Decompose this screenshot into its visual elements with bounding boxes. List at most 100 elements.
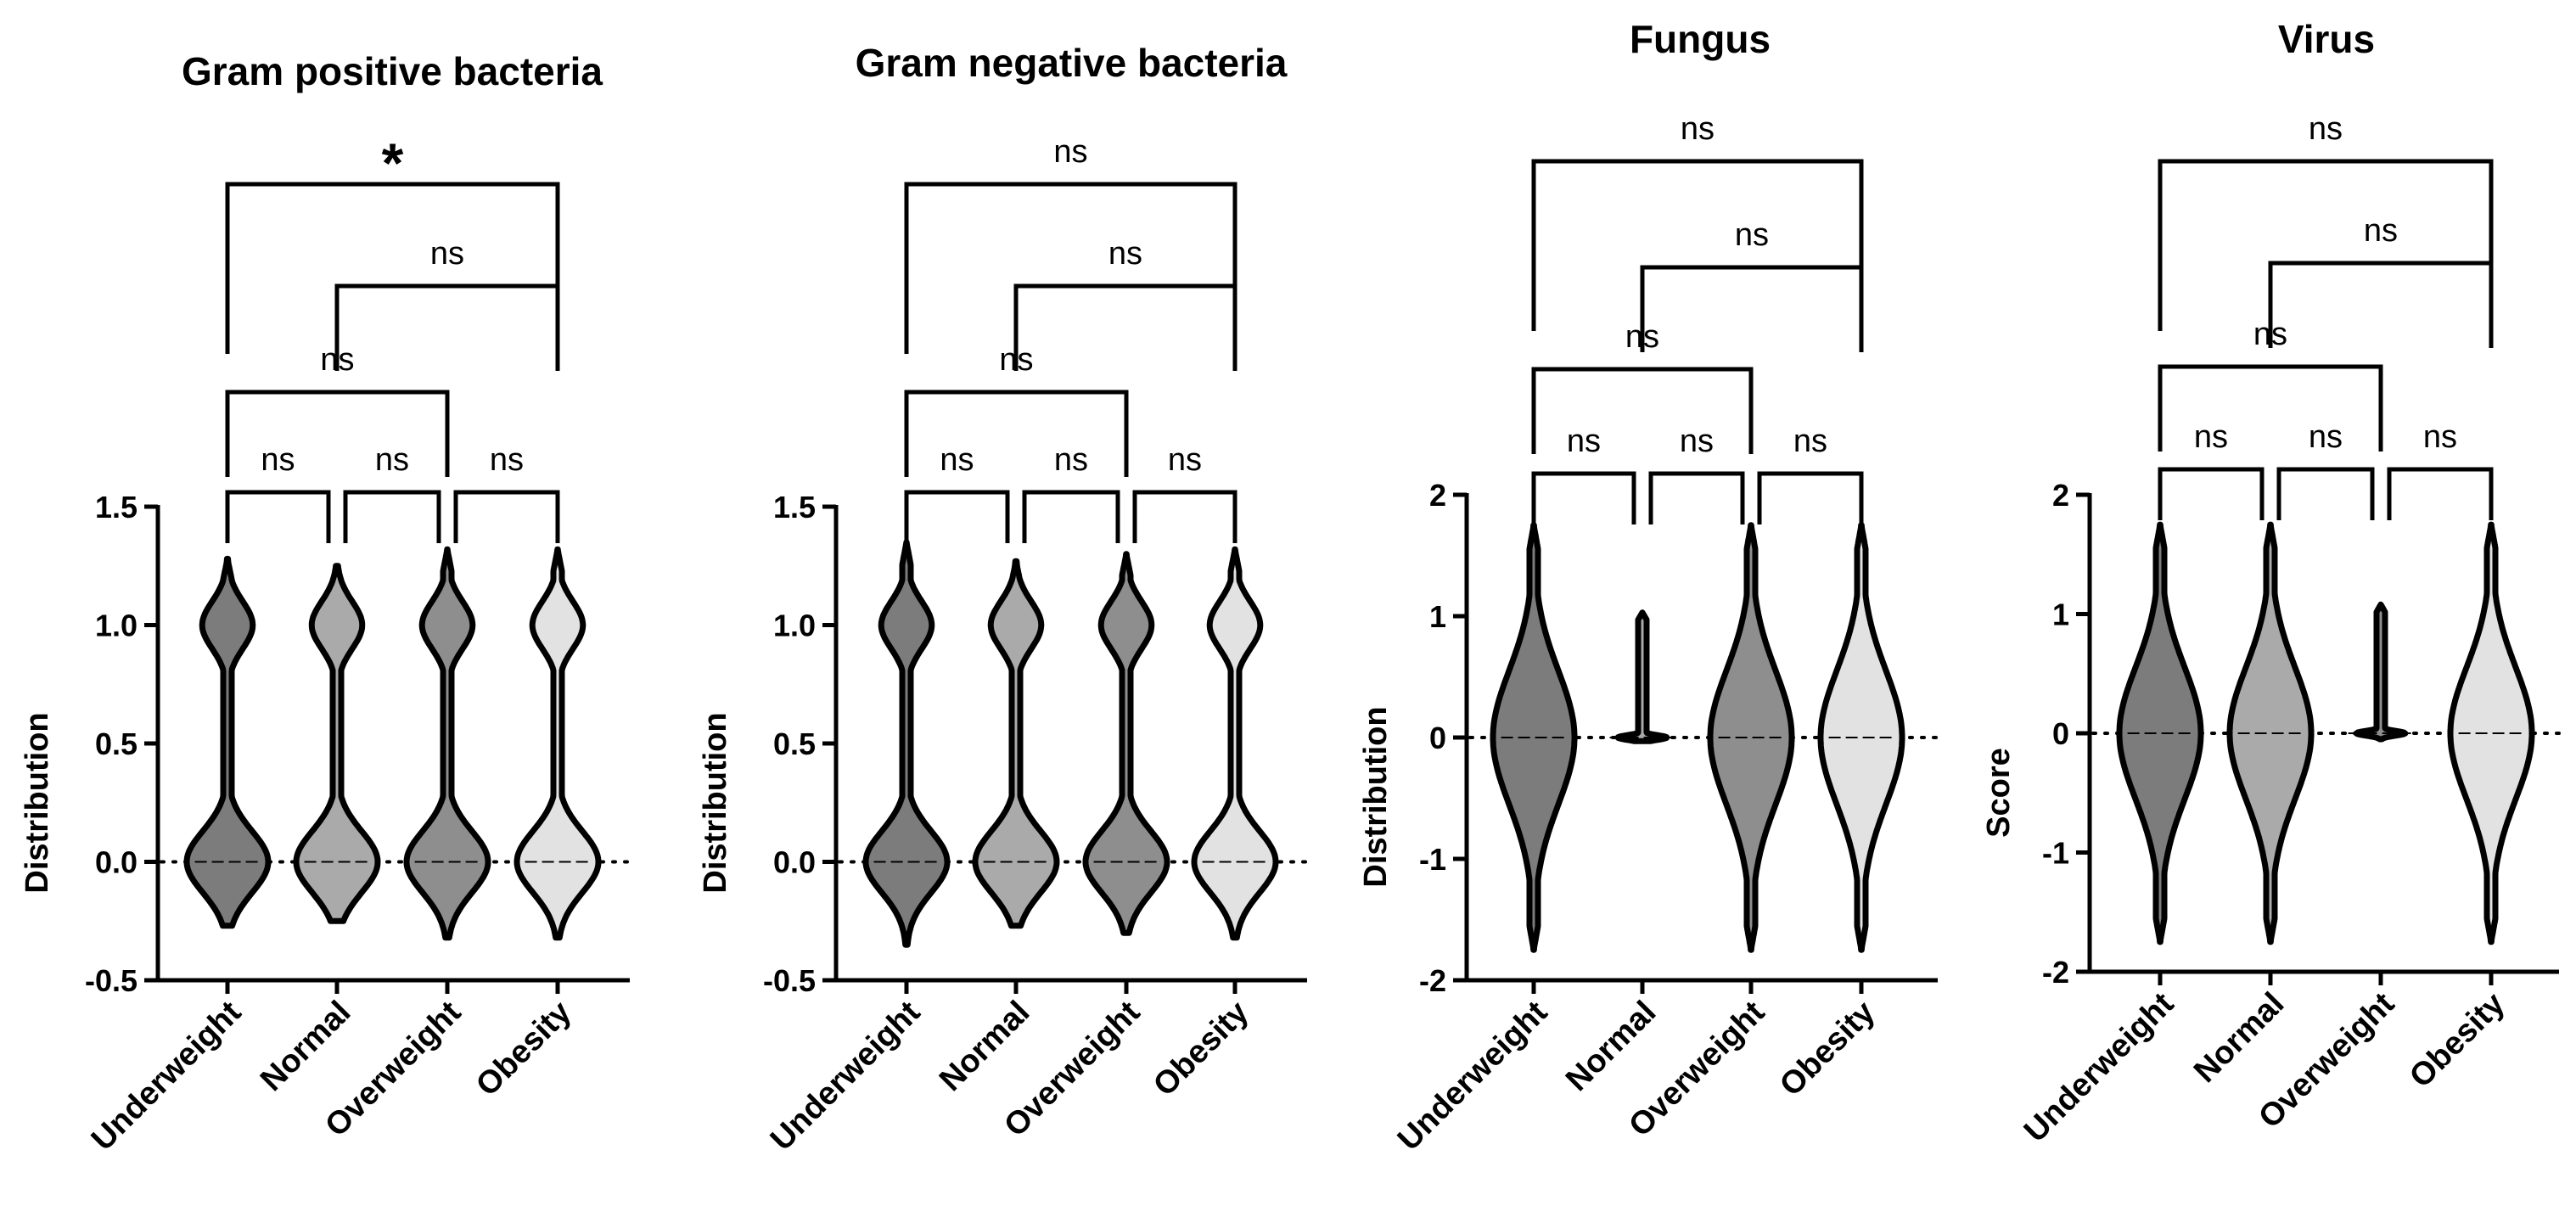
comparison-underweight-vs-normal: ns — [1531, 424, 1636, 524]
significance-bracket — [334, 283, 560, 371]
significance-label: ns — [2194, 419, 2228, 455]
significance-label: ns — [2423, 419, 2457, 455]
significance-bracket — [2158, 364, 2383, 452]
comparison-normal-vs-obesity: ns — [334, 236, 560, 371]
comparison-overweight-vs-obesity: ns — [2387, 419, 2494, 520]
significance-bracket — [225, 390, 450, 477]
significance-bracket — [1132, 490, 1237, 543]
significance-bracket — [2158, 159, 2494, 331]
violin-obesity — [1817, 522, 1905, 953]
violin-shape — [1490, 522, 1578, 953]
y-tick-label: 0.5 — [773, 726, 816, 761]
violin-obesity — [1191, 546, 1279, 941]
y-tick-label: 1 — [2052, 597, 2069, 632]
significance-bracket — [904, 390, 1129, 477]
significance-label: ns — [1681, 111, 1715, 147]
x-category-label: Normal — [2187, 986, 2291, 1090]
panel-title: Fungus — [1630, 17, 1771, 61]
violin-shape — [1615, 609, 1670, 744]
violin-shape — [183, 555, 272, 929]
violin-shape — [514, 546, 602, 941]
significance-label: ns — [261, 442, 295, 478]
violin-obesity — [514, 546, 602, 941]
y-axis-label: Score — [1981, 748, 2017, 838]
significance-label: ns — [940, 442, 974, 478]
significance-label: ns — [1054, 442, 1088, 478]
x-category-label: Obesity — [1773, 995, 1882, 1103]
violin-underweight — [1490, 522, 1578, 953]
comparison-normal-vs-obesity: ns — [1013, 236, 1237, 371]
panel-gram-negative-bacteria: Gram negative bacteria-0.50.00.51.01.5Di… — [698, 41, 1309, 1158]
comparison-underweight-vs-obesity: * — [225, 132, 560, 354]
violin-shape — [293, 563, 381, 924]
significance-bracket — [2387, 467, 2494, 520]
significance-label: ns — [2364, 213, 2398, 249]
y-tick-label: 2 — [2052, 478, 2069, 513]
comparison-normal-vs-overweight: ns — [343, 442, 441, 543]
significance-label: ns — [1567, 424, 1601, 459]
significance-bracket — [1013, 283, 1237, 371]
panel-title: Gram positive bacteria — [182, 49, 603, 93]
violin-overweight — [403, 546, 491, 941]
significance-bracket — [2276, 467, 2375, 520]
x-category-label: Underweight — [764, 994, 928, 1158]
significance-bracket — [1531, 471, 1636, 524]
significance-bracket — [1648, 471, 1745, 524]
comparison-overweight-vs-obesity: ns — [1757, 424, 1864, 524]
comparison-normal-vs-overweight: ns — [1022, 442, 1120, 543]
y-tick-label: -1 — [2042, 836, 2069, 871]
violin-normal — [1609, 609, 1675, 744]
violin-overweight — [2348, 601, 2414, 743]
y-tick-label: -2 — [1419, 963, 1446, 998]
significance-bracket — [904, 490, 1010, 543]
violin-underweight — [2116, 521, 2204, 945]
significance-bracket — [1757, 471, 1864, 524]
violin-shape — [862, 539, 951, 948]
significance-label: ns — [2309, 111, 2343, 147]
x-category-label: Normal — [933, 995, 1036, 1098]
violin-shape — [2226, 521, 2315, 945]
y-tick-label: -1 — [1419, 842, 1446, 877]
significance-label: ns — [1108, 236, 1142, 272]
y-tick-label: 1.0 — [95, 609, 137, 643]
comparison-underweight-vs-normal: ns — [2158, 419, 2265, 520]
violin-obesity — [2447, 521, 2535, 945]
significance-label: ns — [490, 442, 524, 478]
significance-label: ns — [430, 236, 464, 272]
significance-bracket — [225, 490, 331, 543]
comparison-normal-vs-obesity: ns — [2268, 213, 2494, 348]
y-tick-label: -0.5 — [763, 963, 816, 998]
significance-label: ns — [1735, 217, 1769, 253]
significance-label: ns — [2309, 419, 2343, 455]
panel-title: Gram negative bacteria — [856, 41, 1288, 85]
comparison-underweight-vs-obesity: ns — [904, 134, 1237, 354]
violin-shape — [1082, 551, 1170, 936]
x-category-label: Obesity — [1147, 995, 1255, 1103]
x-category-label: Underweight — [85, 994, 249, 1158]
y-axis-label: Distribution — [20, 712, 55, 893]
violin-shape — [1817, 522, 1905, 953]
comparison-underweight-vs-normal: ns — [225, 442, 331, 543]
x-category-label: Obesity — [469, 995, 578, 1103]
violin-overweight — [1707, 522, 1795, 953]
violin-normal — [293, 563, 381, 924]
significance-label: ns — [1793, 424, 1827, 459]
y-tick-label: 0 — [1429, 721, 1446, 755]
panel-gram-positive-bacteria: Gram positive bacteria-0.50.00.51.01.5Di… — [20, 49, 631, 1158]
violin-shape — [2447, 521, 2535, 945]
panel-title: Virus — [2278, 17, 2375, 61]
significance-label: ns — [1168, 442, 1202, 478]
violin-shape — [403, 546, 491, 941]
x-category-label: Obesity — [2403, 986, 2511, 1095]
violin-shape — [2116, 521, 2204, 945]
comparison-overweight-vs-obesity: ns — [453, 442, 560, 543]
significance-label: ns — [375, 442, 409, 478]
violin-normal — [972, 558, 1060, 929]
violin-underweight — [183, 555, 272, 929]
violin-shape — [2353, 601, 2409, 743]
x-category-label: Underweight — [1391, 994, 1555, 1158]
significance-label: ns — [1053, 134, 1087, 170]
significance-label: * — [382, 132, 404, 194]
violin-shape — [972, 558, 1060, 929]
